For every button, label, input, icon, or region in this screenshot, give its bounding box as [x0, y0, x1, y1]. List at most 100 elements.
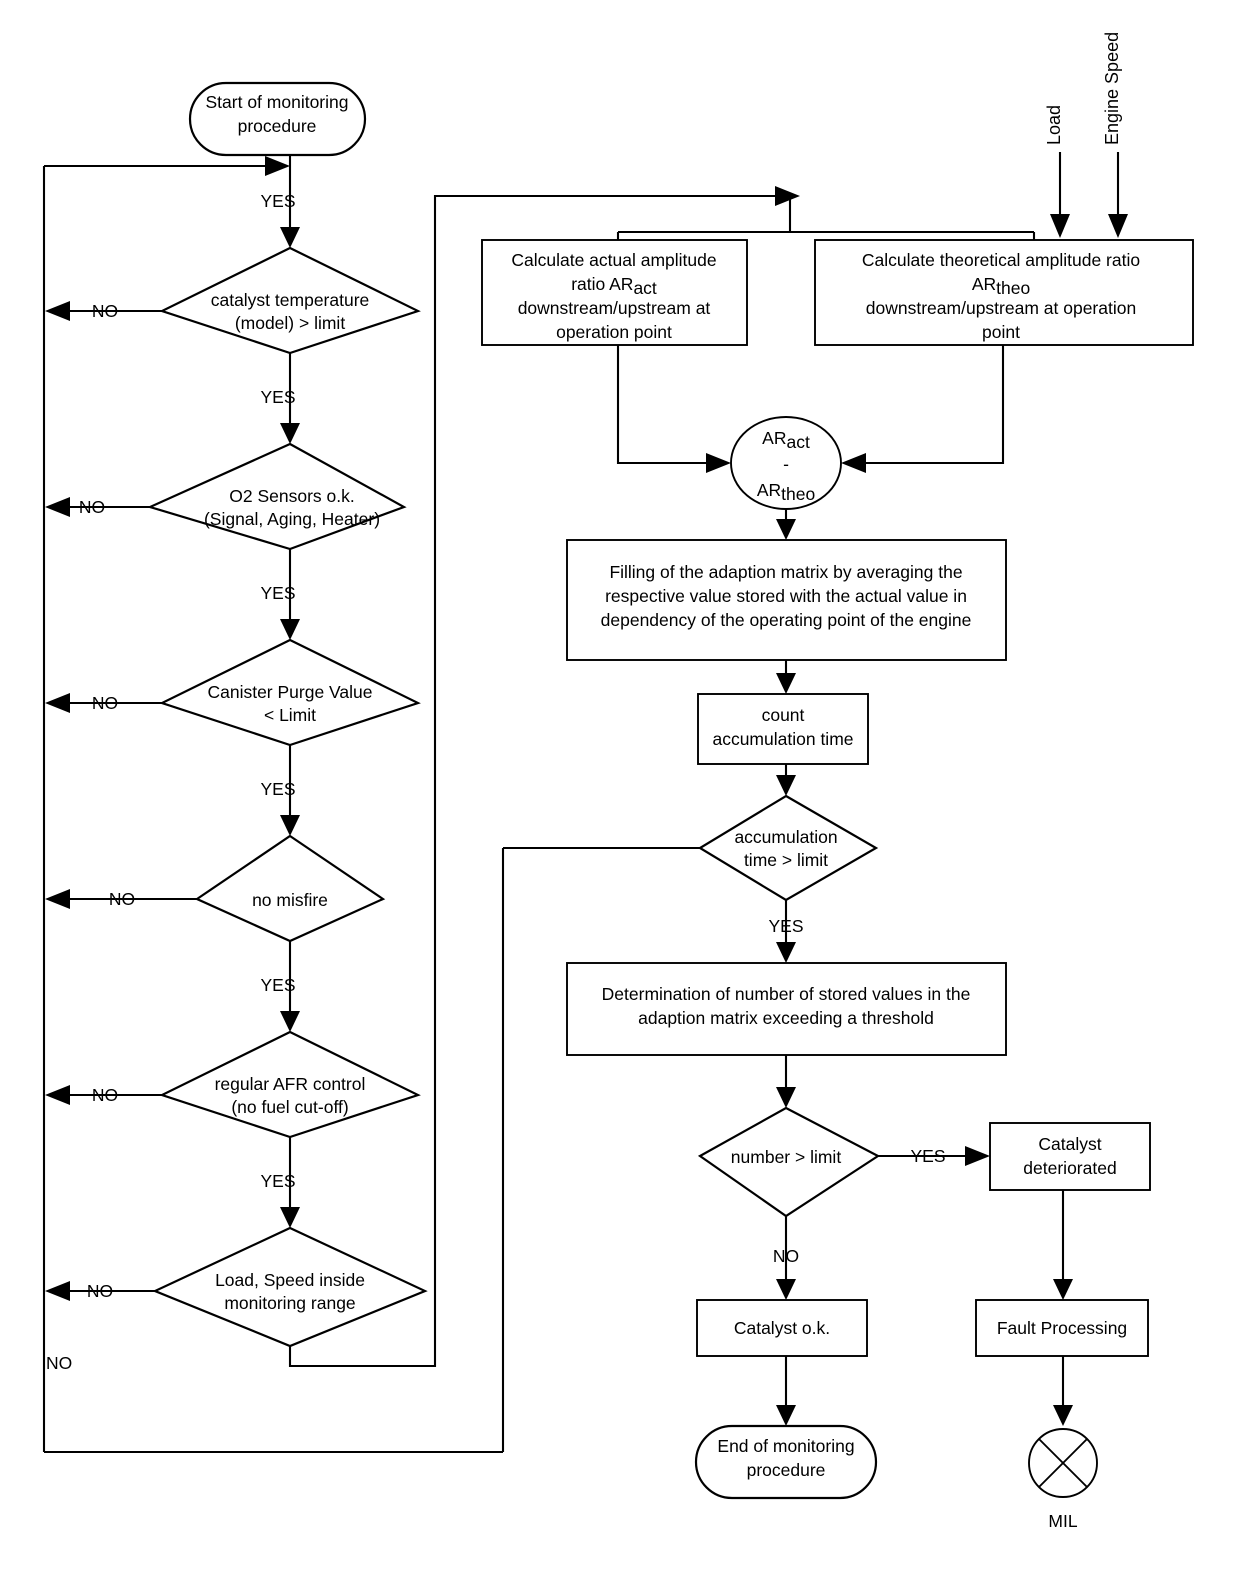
edge-label-no-number: NO: [773, 1246, 799, 1266]
process-determination-stored-values[interactable]: Determination of number of stored values…: [566, 962, 1007, 1056]
edge-label-no-d5: NO: [92, 1085, 118, 1105]
process-filling-line2: respective value stored with the actual …: [605, 586, 967, 606]
process-calc-actual-line4: operation point: [556, 322, 672, 342]
decision-catalyst-temperature[interactable]: catalyst temperature (model) > limit: [159, 246, 421, 355]
load-input-arrow: [1050, 152, 1070, 238]
terminal-start-line1: Start of monitoring: [206, 92, 349, 112]
process-determination-line2: adaption matrix exceeding a threshold: [638, 1008, 934, 1028]
decision-number-limit[interactable]: number > limit: [697, 1106, 881, 1218]
edge-d4-to-d5: [280, 941, 300, 1032]
edge-number-no-to-catalyst-ok: [776, 1216, 796, 1300]
edge-label-no-d6: NO: [87, 1281, 113, 1301]
edge-d6-yes-to-top-bus: [288, 186, 800, 1368]
edge-junction-to-filling: [776, 509, 796, 540]
edge-label-no-d3: NO: [92, 693, 118, 713]
decision-o2-sensors[interactable]: O2 Sensors o.k. (Signal, Aging, Heater): [146, 442, 407, 551]
decision-accumulation-time[interactable]: accumulation time > limit: [697, 794, 879, 902]
process-calc-theoretical-line3: downstream/upstream at operation: [866, 298, 1136, 318]
edge-accumulation-to-determination: [776, 900, 796, 963]
process-calc-theoretical-line1: Calculate theoretical amplitude ratio: [862, 250, 1140, 270]
process-fault-processing[interactable]: Fault Processing: [975, 1299, 1149, 1357]
mil-lamp-label: MIL: [1048, 1511, 1077, 1531]
decision-load-speed-range-line2: monitoring range: [224, 1293, 355, 1313]
decision-afr-control[interactable]: regular AFR control (no fuel cut-off): [159, 1030, 421, 1139]
terminal-end[interactable]: End of monitoring procedure: [694, 1424, 878, 1500]
decision-o2-sensors-line2: (Signal, Aging, Heater): [204, 509, 380, 529]
input-label-load: Load: [1044, 105, 1064, 145]
decision-no-misfire-line1: no misfire: [252, 890, 328, 910]
decision-load-speed-range-line1: Load, Speed inside: [215, 1270, 365, 1290]
loopback-bus: [42, 156, 505, 1454]
mil-lamp-icon[interactable]: MIL: [1028, 1428, 1098, 1531]
process-calc-theoretical[interactable]: Calculate theoretical amplitude ratio AR…: [814, 239, 1194, 346]
edge-count-to-accumulation: [776, 764, 796, 796]
edge-label-no-loopback: NO: [46, 1353, 72, 1373]
edge-label-yes-d1: YES: [260, 387, 295, 407]
edge-number-yes-to-deteriorated: [878, 1146, 990, 1166]
edge-calc-theoretical-to-junction: [841, 345, 1005, 473]
edge-d1-no: [45, 301, 162, 321]
edge-calc-actual-to-junction: [616, 345, 731, 473]
decision-canister-purge-line2: < Limit: [264, 705, 316, 725]
edge-label-no-d1: NO: [92, 301, 118, 321]
process-calc-theoretical-line4: point: [982, 322, 1020, 342]
junction-line1: ARact: [762, 428, 810, 452]
process-catalyst-ok[interactable]: Catalyst o.k.: [696, 1299, 868, 1357]
subscript-act: act: [633, 278, 656, 298]
decision-canister-purge[interactable]: Canister Purge Value < Limit: [159, 638, 421, 747]
process-calc-actual-line1: Calculate actual amplitude: [511, 250, 716, 270]
decision-no-misfire[interactable]: no misfire: [194, 834, 386, 943]
process-calc-actual-line3: downstream/upstream at: [518, 298, 711, 318]
process-filling-line1: Filling of the adaption matrix by averag…: [609, 562, 962, 582]
process-catalyst-ok-label: Catalyst o.k.: [734, 1318, 830, 1338]
terminal-end-line2: procedure: [747, 1460, 826, 1480]
edge-start-to-d1: [280, 155, 300, 248]
edge-deteriorated-to-fault: [1053, 1190, 1073, 1300]
decision-accumulation-line1: accumulation: [734, 827, 837, 847]
edge-d3-to-d4: [280, 745, 300, 836]
edge-label-yes-number: YES: [910, 1146, 945, 1166]
process-catalyst-deteriorated-line2: deteriorated: [1023, 1158, 1116, 1178]
input-label-engine-speed: Engine Speed: [1102, 32, 1122, 145]
decision-load-speed-range[interactable]: Load, Speed inside monitoring range: [152, 1226, 428, 1348]
top-distribution-bus: [616, 196, 1036, 240]
edge-label-yes-start: YES: [260, 191, 295, 211]
junction-line2: ARtheo: [757, 480, 815, 504]
junction-ar-difference[interactable]: ARact - ARtheo: [730, 416, 842, 510]
subscript-act: act: [786, 432, 809, 452]
process-determination-line1: Determination of number of stored values…: [602, 984, 971, 1004]
decision-afr-control-line2: (no fuel cut-off): [231, 1097, 348, 1117]
edge-fault-to-mil: [1053, 1356, 1073, 1426]
edge-d2-to-d3: [280, 549, 300, 640]
decision-o2-sensors-line1: O2 Sensors o.k.: [229, 486, 354, 506]
edge-d1-to-d2: [280, 353, 300, 444]
process-catalyst-deteriorated[interactable]: Catalyst deteriorated: [989, 1122, 1151, 1191]
edge-determination-to-number: [776, 1055, 796, 1108]
edge-d5-to-d6: [280, 1137, 300, 1228]
edge-d2-no: [45, 497, 150, 517]
edge-label-yes-d2: YES: [260, 583, 295, 603]
edge-d5-no: [45, 1085, 162, 1105]
decision-catalyst-temperature-line2: (model) > limit: [235, 313, 346, 333]
process-fault-processing-label: Fault Processing: [997, 1318, 1127, 1338]
subscript-theo: theo: [996, 278, 1030, 298]
process-filling-adaption-matrix[interactable]: Filling of the adaption matrix by averag…: [566, 539, 1007, 661]
terminal-start-line2: procedure: [238, 116, 317, 136]
decision-canister-purge-line1: Canister Purge Value: [207, 682, 372, 702]
engine-speed-input-arrow: [1108, 152, 1128, 238]
process-count-line2: accumulation time: [712, 729, 853, 749]
process-filling-line3: dependency of the operating point of the…: [601, 610, 972, 630]
terminal-end-line1: End of monitoring: [717, 1436, 854, 1456]
terminal-start[interactable]: Start of monitoring procedure: [188, 81, 367, 157]
edge-filling-to-count: [776, 660, 796, 694]
decision-catalyst-temperature-line1: catalyst temperature: [211, 290, 370, 310]
process-calc-actual[interactable]: Calculate actual amplitude ratio ARact d…: [481, 239, 748, 346]
process-count-accumulation-time[interactable]: count accumulation time: [697, 693, 869, 765]
edge-label-no-d2: NO: [79, 497, 105, 517]
subscript-theo: theo: [781, 484, 815, 504]
junction-operator: -: [783, 454, 789, 474]
decision-accumulation-line2: time > limit: [744, 850, 828, 870]
edge-label-yes-d4: YES: [260, 975, 295, 995]
process-count-line1: count: [762, 705, 805, 725]
